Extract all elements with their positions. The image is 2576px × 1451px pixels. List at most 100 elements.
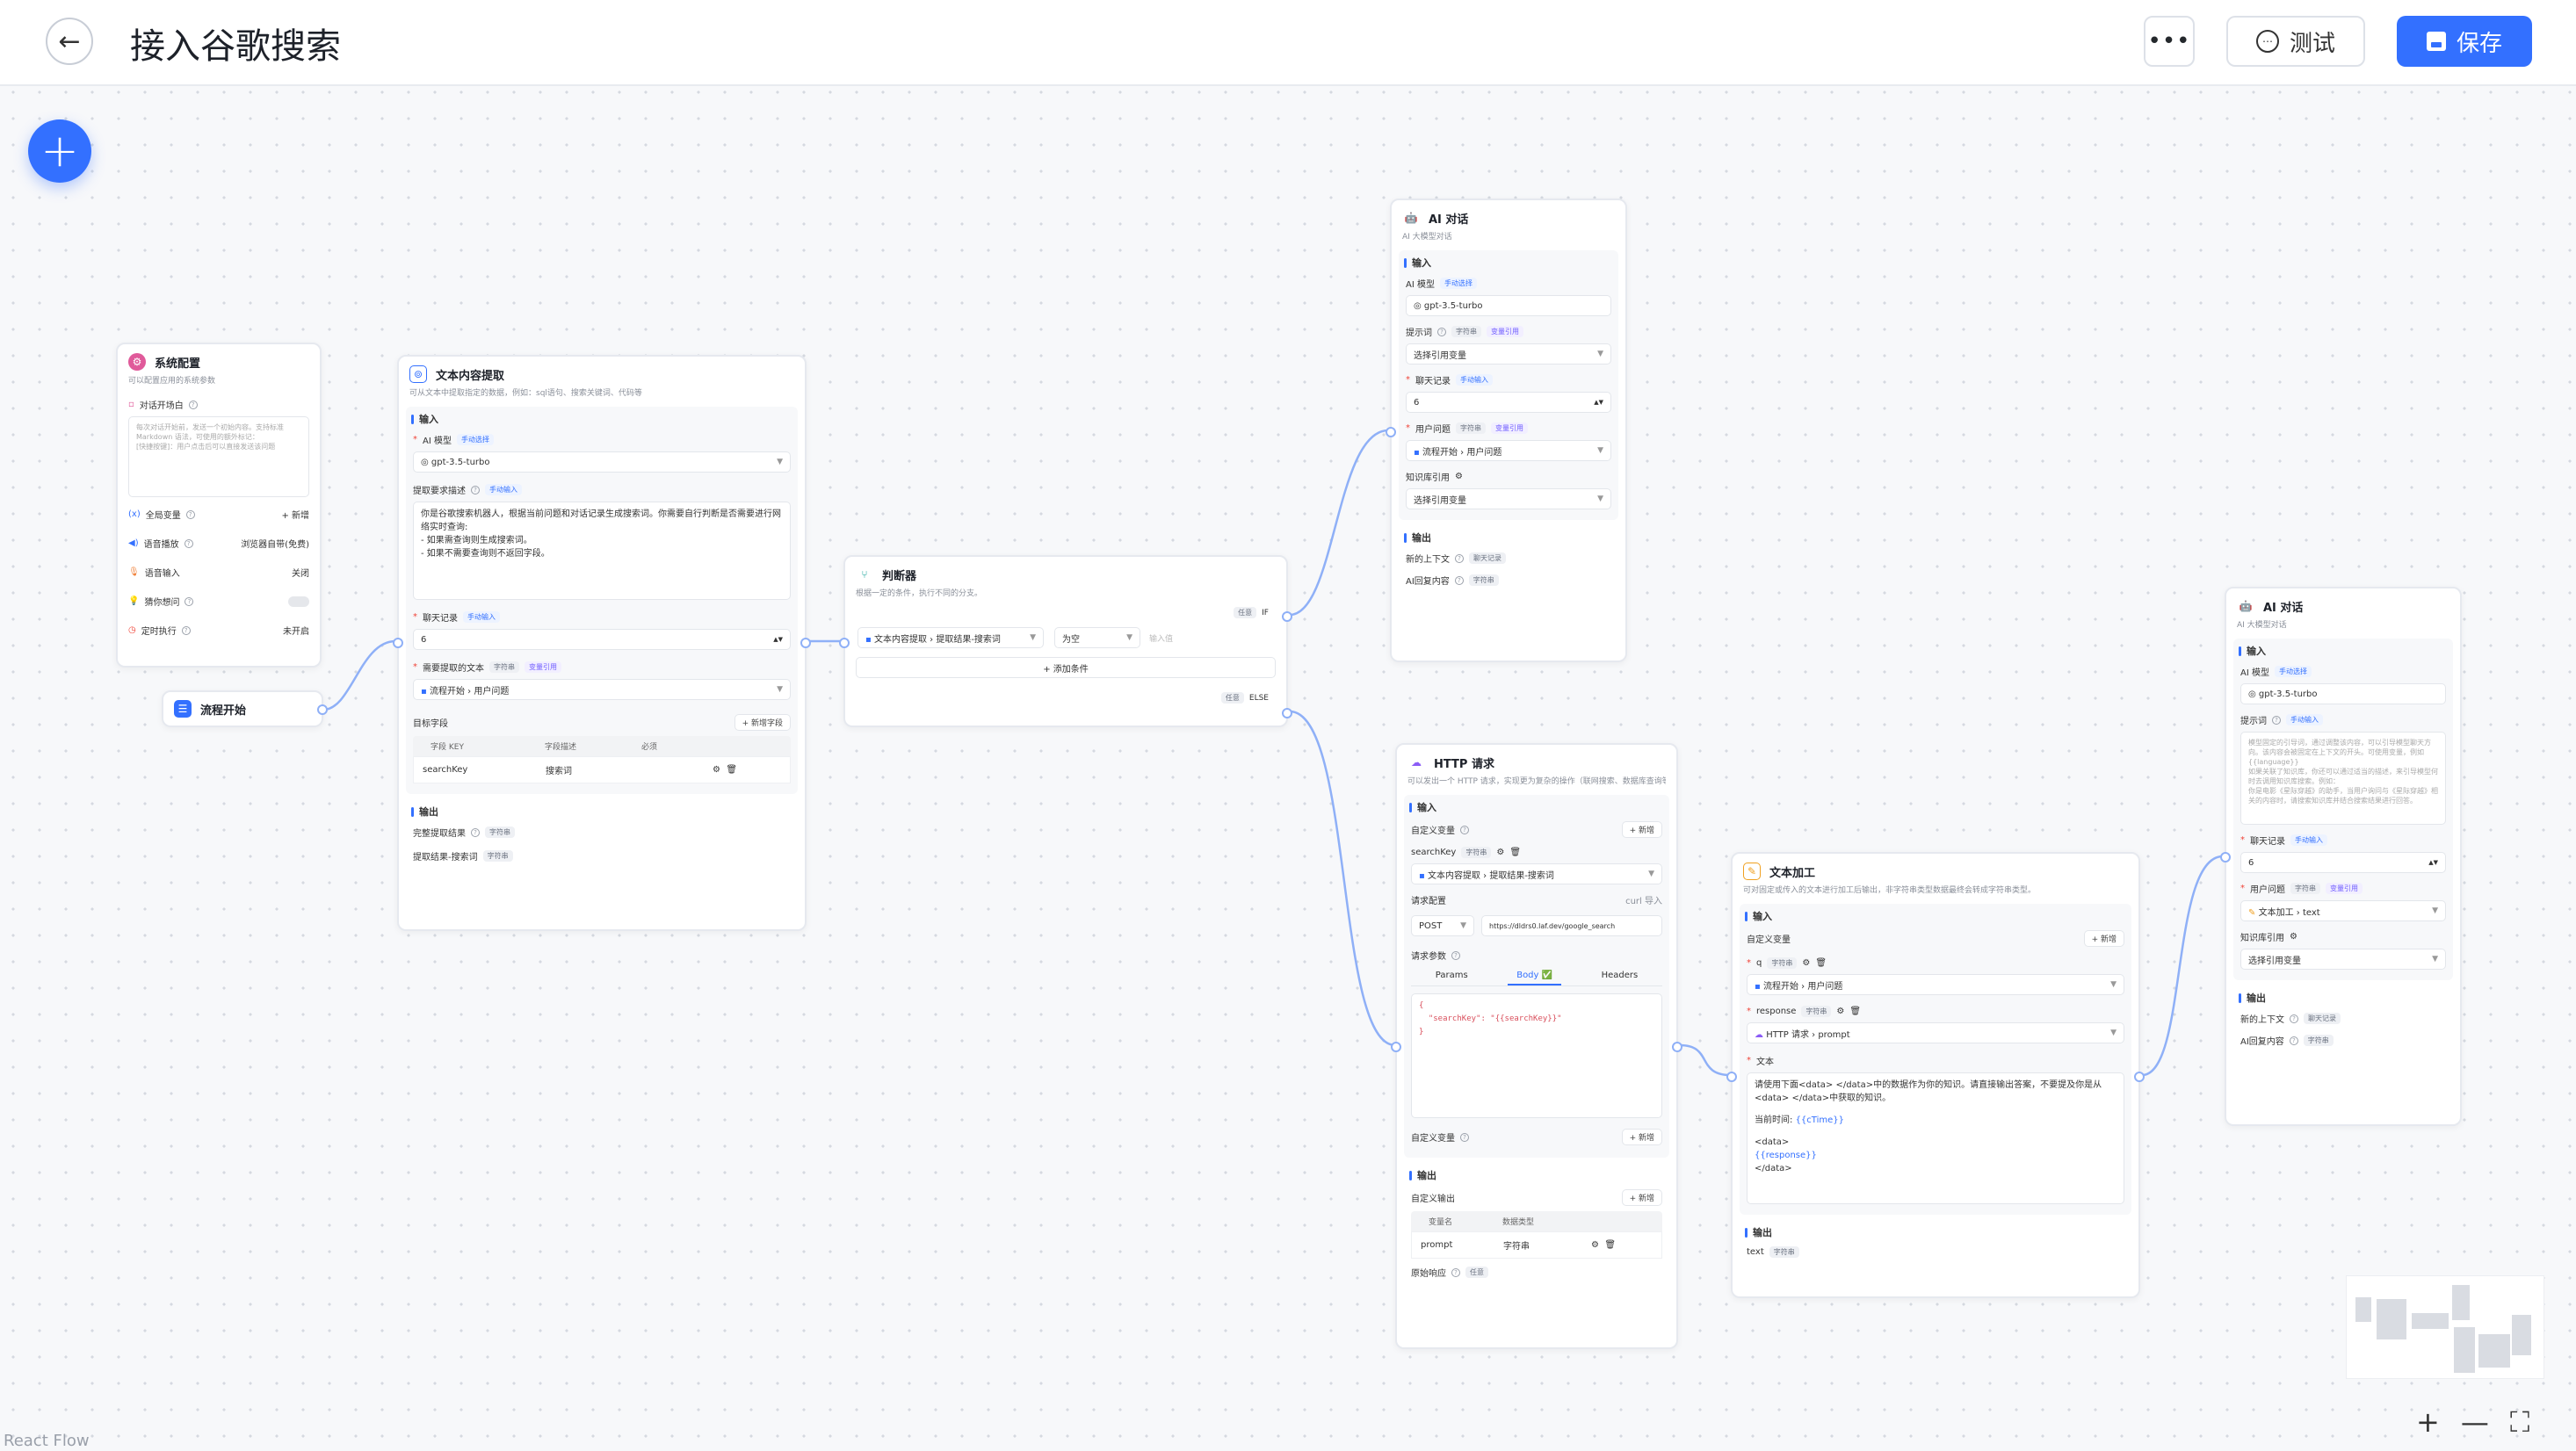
gear-icon[interactable]: ⚙ [1591, 1240, 1599, 1250]
cond-a: 文本内容提取 [873, 634, 927, 645]
output-handle[interactable] [1672, 1042, 1682, 1052]
minimap[interactable] [2346, 1275, 2544, 1379]
ai-chat-node-1[interactable]: 🤖 AI 对话 AI 大模型对话 输入 AI 模型手动选择 ◎ gpt-3.5-… [1386, 199, 1627, 662]
trash-icon[interactable]: 🗑 [1509, 848, 1522, 857]
flow-start-node[interactable]: ☰ 流程开始 [162, 690, 328, 727]
trash-icon[interactable]: 🗑 [1849, 1007, 1862, 1016]
url-input[interactable]: https://dldrs0.laf.dev/google_search [1481, 915, 1662, 936]
gear-icon[interactable]: ⚙ [1496, 848, 1505, 857]
cond-op: 为空 [1062, 634, 1080, 645]
input-handle[interactable] [2220, 852, 2231, 863]
prompt-textarea[interactable]: 你是谷歌搜索机器人，根据当前问题和对话记录生成搜索词。你需要自行判断是否需要进行… [413, 502, 791, 600]
test-button[interactable]: ⋯ 测试 [2226, 16, 2365, 67]
trash-icon[interactable]: 🗑 [1815, 958, 1827, 968]
input-handle[interactable] [1386, 427, 1396, 437]
curl-import-link[interactable]: curl 导入 [1625, 897, 1662, 906]
kb-select[interactable]: 选择引用变量▼ [2240, 949, 2446, 970]
opening-textarea[interactable]: 每次对话开始前，发送一个初始内容。支持标准 Markdown 语法，可使用的额外… [128, 416, 309, 497]
add-node-button[interactable]: + [28, 119, 91, 183]
gear-icon[interactable]: ⚙ [1836, 1007, 1845, 1016]
history-input[interactable]: 6▲▼ [1406, 392, 1611, 413]
history-input[interactable]: 6▲▼ [413, 629, 791, 650]
trash-icon[interactable]: 🗑 [1604, 1240, 1617, 1250]
add-var-button-2[interactable]: + 新增 [1621, 1129, 1662, 1145]
gear-icon[interactable]: ⚙ [1455, 472, 1463, 481]
output-section: 输出 新的上下文?聊天记录 AI回复内容?字符串 [1399, 525, 1618, 599]
condition-var-select[interactable]: ▪ 文本内容提取 › 提取结果-搜索词▼ [857, 627, 1044, 648]
add-var-button[interactable]: + 新增 [2083, 930, 2124, 947]
col-var-name: 变量名 [1429, 1218, 1453, 1227]
add-condition-button[interactable]: + 添加条件 [856, 657, 1276, 678]
http-request-node[interactable]: ☁ HTTP 请求 可以发出一个 HTTP 请求，实现更为复杂的操作（联网搜索、… [1391, 743, 1682, 1349]
input-handle[interactable] [393, 638, 403, 648]
gear-icon[interactable]: ⚙ [2290, 932, 2297, 942]
prompt-select[interactable]: 选择引用变量▼ [1406, 343, 1611, 365]
model-select[interactable]: ◎ gpt-3.5-turbo [2240, 683, 2446, 704]
uq-b: 用户问题 [1466, 447, 1502, 458]
add-field-button[interactable]: + 新增字段 [734, 714, 791, 731]
more-button[interactable]: ••• [2144, 16, 2195, 67]
text-process-node[interactable]: ✎ 文本加工 可对固定或传入的文本进行加工后输出，非字符串类型数据最终会转成字符… [1726, 852, 2145, 1298]
ai-chat-node-2[interactable]: 🤖 AI 对话 AI 大模型对话 输入 AI 模型手动选择 ◎ gpt-3.5-… [2220, 587, 2462, 1126]
stepper-icon[interactable]: ▲▼ [2428, 859, 2438, 866]
trash-icon[interactable]: 🗑 [726, 765, 738, 775]
text-extract-node[interactable]: ⊚ 文本内容提取 可从文本中提取指定的数据，例如：sql语句、搜索关键词、代码等… [393, 355, 811, 931]
settings-icon[interactable]: ⚙ [713, 765, 720, 775]
input-handle[interactable] [1391, 1042, 1401, 1052]
back-button[interactable]: ← [46, 18, 93, 65]
output-handle[interactable] [317, 704, 328, 715]
stepper-icon[interactable]: ▲▼ [773, 636, 783, 643]
output-handle[interactable] [800, 638, 811, 648]
system-config-node[interactable]: ⚙ 系统配置 可以配置应用的系统参数 ▫对话开场白? 每次对话开始前，发送一个初… [116, 343, 322, 668]
condition-op-select[interactable]: 为空 ▼ [1054, 627, 1140, 648]
q-ref-select[interactable]: ▪ 流程开始 › 用户问题▼ [1747, 974, 2124, 995]
method-select[interactable]: POST▼ [1411, 915, 1474, 936]
zoom-out-button[interactable]: — [2460, 1405, 2489, 1439]
guess-question-toggle[interactable] [288, 596, 309, 607]
fit-view-button[interactable]: ⛶ [2509, 1405, 2530, 1439]
input-handle[interactable] [839, 638, 850, 648]
param-tabs: Params Body ✅ Headers [1411, 967, 1662, 986]
extract-icon: ⊚ [409, 365, 427, 383]
input-handle[interactable] [1726, 1072, 1737, 1082]
save-button[interactable]: 保存 [2397, 16, 2532, 67]
text-editor[interactable]: 请使用下面<data> </data>中的数据作为你的知识。请直接输出答案，不要… [1747, 1072, 2124, 1204]
if-output-handle[interactable] [1282, 611, 1292, 622]
user-question-select[interactable]: ✎ 文本加工 › text▼ [2240, 900, 2446, 921]
add-var-button[interactable]: + 新增 [1621, 821, 1662, 838]
help-icon: ? [1460, 825, 1469, 834]
gear-icon[interactable]: ⚙ [1802, 958, 1811, 968]
prompt-textarea[interactable]: 模型固定的引导词，通过调整该内容，可以引导模型聊天方向。该内容会被固定在上下文的… [2240, 732, 2446, 825]
minimap-node [2355, 1297, 2371, 1322]
tab-body[interactable]: Body ✅ [1508, 967, 1562, 985]
kb-value: 选择引用变量 [2248, 956, 2301, 966]
tab-params[interactable]: Params [1435, 971, 1468, 980]
openai-icon: ◎ [1414, 300, 1422, 311]
model-select[interactable]: ◎ gpt-3.5-turbo [1406, 295, 1611, 316]
else-output-handle[interactable] [1282, 708, 1292, 718]
zoom-in-button[interactable]: + [2416, 1405, 2440, 1439]
history-input[interactable]: 6▲▼ [2240, 852, 2446, 873]
model-select[interactable]: ◎ gpt-3.5-turbo▼ [413, 451, 791, 473]
add-output-button[interactable]: + 新增 [1621, 1189, 1662, 1206]
chevron-down-icon: ▼ [1126, 633, 1132, 642]
string-tag: 字符串 [1451, 326, 1481, 337]
output-handle[interactable] [2134, 1072, 2145, 1082]
voice-input-value[interactable]: 关闭 [292, 569, 309, 579]
stepper-icon[interactable]: ▲▼ [1594, 399, 1603, 406]
tab-headers[interactable]: Headers [1601, 971, 1639, 980]
body-editor[interactable]: { "searchKey": "{{searchKey}}" } [1411, 993, 1662, 1118]
kb-select[interactable]: 选择引用变量▼ [1406, 488, 1611, 509]
var-ref-select[interactable]: ▪ 文本内容提取 › 提取结果-搜索词▼ [1411, 863, 1662, 884]
schedule-value[interactable]: 未开启 [283, 627, 309, 637]
resp-ref-select[interactable]: ☁ HTTP 请求 › prompt▼ [1747, 1022, 2124, 1043]
react-flow-attribution[interactable]: React Flow [4, 1432, 90, 1450]
any-tag: 任意 [1220, 692, 1244, 704]
user-question-select[interactable]: ▪ 流程开始 › 用户问题▼ [1406, 440, 1611, 461]
history-label: 聊天记录 [2250, 837, 2285, 847]
global-var-add[interactable]: + 新增 [281, 511, 309, 521]
tts-value[interactable]: 浏览器自带(免费) [241, 540, 309, 550]
text-ref-select[interactable]: ▪ 流程开始 › 用户问题▼ [413, 679, 791, 700]
